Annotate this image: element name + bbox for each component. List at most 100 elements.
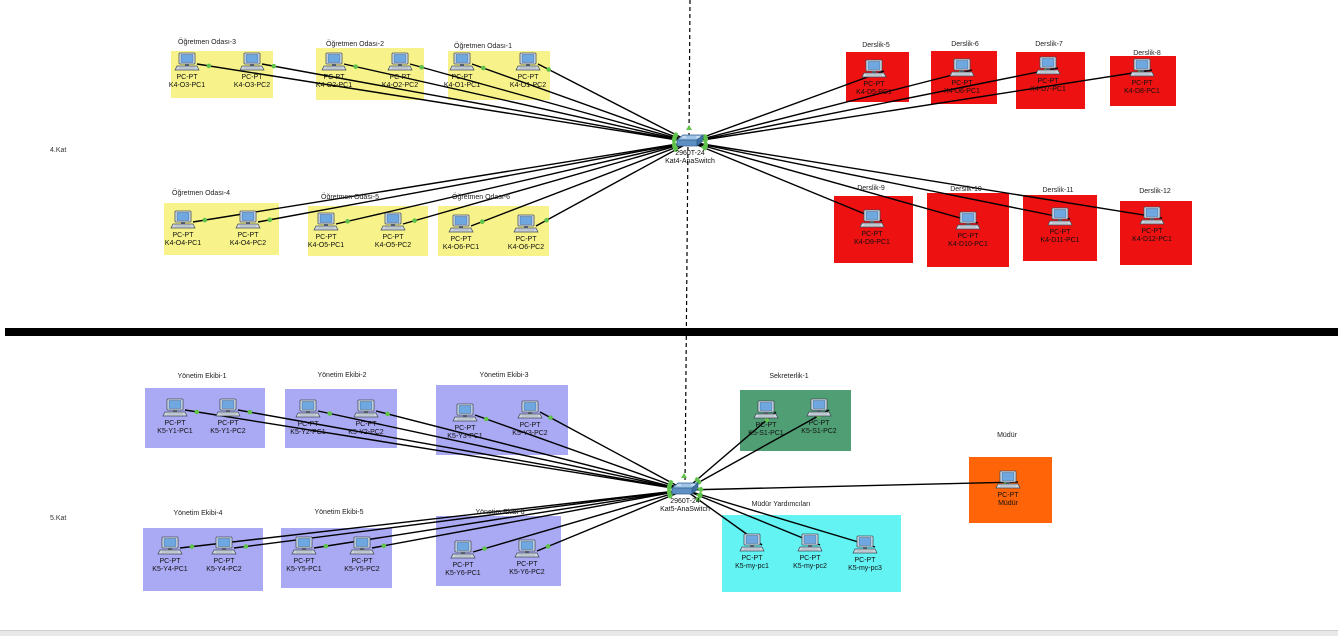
pc-icon[interactable] — [449, 52, 475, 71]
device-type-label: PC-PT — [742, 555, 764, 562]
pc-icon[interactable] — [174, 52, 200, 71]
device-name-label: K5-S1-PC1 — [748, 430, 784, 437]
device-type-label: PC-PT — [1142, 228, 1164, 235]
device-type-label: PC-PT — [1038, 78, 1060, 85]
zone-title: Derslik-5 — [862, 42, 890, 49]
ethernet-link[interactable] — [684, 479, 1019, 492]
pc-icon[interactable] — [349, 536, 375, 555]
pc-icon[interactable] — [739, 533, 765, 552]
pc-icon[interactable] — [353, 399, 379, 418]
pc-icon[interactable] — [852, 535, 878, 554]
pc-icon[interactable] — [1139, 206, 1165, 225]
ethernet-link[interactable] — [470, 141, 691, 227]
device-name-label: K5-S1-PC2 — [801, 428, 837, 435]
ethernet-link[interactable] — [371, 489, 686, 549]
pc-icon[interactable] — [380, 212, 406, 231]
pc-icon[interactable] — [949, 58, 975, 77]
zone-title: Öğretmen Odası-5 — [321, 193, 379, 201]
zone-title: Yönetim Ekibi-1 — [177, 373, 226, 380]
device-type-label: PC-PT — [352, 558, 374, 565]
device-name-label: K5-Y3-PC1 — [447, 433, 483, 440]
ethernet-link[interactable] — [537, 63, 691, 143]
pc-icon[interactable] — [235, 210, 261, 229]
zone-area[interactable] — [145, 388, 265, 448]
pc-icon[interactable] — [753, 400, 779, 419]
link-light — [327, 411, 333, 416]
pc-icon[interactable] — [517, 400, 543, 419]
pc-icon[interactable] — [452, 403, 478, 422]
pc-icon[interactable] — [1129, 58, 1155, 77]
pc-icon[interactable] — [448, 214, 474, 233]
pc-icon[interactable] — [239, 52, 265, 71]
zone-area[interactable] — [969, 457, 1052, 523]
pc-icon[interactable] — [295, 399, 321, 418]
pc-icon[interactable] — [387, 52, 413, 71]
pc-icon[interactable] — [450, 540, 476, 559]
pc-icon[interactable] — [1035, 56, 1061, 75]
link-light — [484, 416, 489, 422]
link-light — [545, 544, 551, 549]
pc-icon[interactable] — [513, 214, 539, 233]
ethernet-link[interactable] — [539, 411, 686, 491]
pc-icon[interactable] — [995, 470, 1021, 489]
pc-icon[interactable] — [162, 398, 188, 417]
device-type-label: PC-PT — [294, 558, 316, 565]
zone-title: Öğretmen Odası-3 — [178, 38, 236, 46]
pc-icon[interactable] — [1047, 207, 1073, 226]
device-name-label: K4-O1-PC1 — [444, 82, 480, 89]
pc-icon[interactable] — [313, 212, 339, 231]
device-type-label: PC-PT — [952, 80, 974, 87]
device-name-label: K5-Y6-PC1 — [445, 570, 481, 577]
device-name-label: K4-O5-PC1 — [308, 242, 344, 249]
zone-area[interactable] — [1023, 195, 1097, 261]
device-name-label: K4-D7-PC1 — [1030, 86, 1066, 93]
link-light — [480, 65, 486, 71]
ethernet-link[interactable] — [471, 63, 691, 143]
pc-icon[interactable] — [515, 52, 541, 71]
device-type-label: PC-PT — [173, 232, 195, 239]
device-name-label: K5-Y1-PC1 — [157, 428, 193, 435]
uplink-cable-top — [688, 0, 691, 138]
pc-icon[interactable] — [170, 210, 196, 229]
pc-icon[interactable] — [321, 52, 347, 71]
zone-title: Derslik-6 — [951, 41, 979, 48]
pc-icon[interactable] — [211, 536, 237, 555]
pc-icon[interactable] — [955, 211, 981, 230]
pc-icon[interactable] — [291, 536, 317, 555]
pc-icon[interactable] — [797, 533, 823, 552]
pc-icon[interactable] — [861, 59, 887, 78]
device-name-label: K4-D11-PC1 — [1040, 237, 1079, 244]
link-light — [267, 217, 273, 223]
zone-Sekreterlik-1 — [740, 390, 851, 451]
device-name-label: K4-O4-PC1 — [165, 240, 201, 247]
zone-area[interactable] — [927, 193, 1009, 267]
ethernet-link[interactable] — [689, 141, 1163, 219]
link-light — [243, 544, 249, 549]
device-type-label: PC-PT — [165, 420, 187, 427]
device-type-label: PC-PT — [455, 425, 477, 432]
device-name-label: K5-Y4-PC2 — [206, 566, 242, 573]
zone-area[interactable] — [740, 390, 851, 451]
zone-area[interactable] — [722, 515, 901, 592]
pc-icon[interactable] — [859, 209, 885, 228]
link-light — [546, 67, 551, 72]
status-bar — [0, 630, 1338, 636]
ethernet-link[interactable] — [689, 141, 883, 222]
zone-area[interactable] — [285, 389, 397, 448]
ethernet-link[interactable] — [196, 63, 691, 143]
zone-title: Derslik-9 — [857, 185, 885, 192]
pc-icon[interactable] — [806, 398, 832, 417]
link-light — [381, 543, 387, 549]
pc-icon[interactable] — [215, 398, 241, 417]
pc-icon[interactable] — [157, 536, 183, 555]
pc-icon[interactable] — [514, 539, 540, 558]
ethernet-link[interactable] — [689, 69, 973, 143]
device-name-label: K5-Y5-PC1 — [286, 566, 322, 573]
link-light — [548, 415, 553, 420]
ethernet-link[interactable] — [689, 70, 885, 143]
